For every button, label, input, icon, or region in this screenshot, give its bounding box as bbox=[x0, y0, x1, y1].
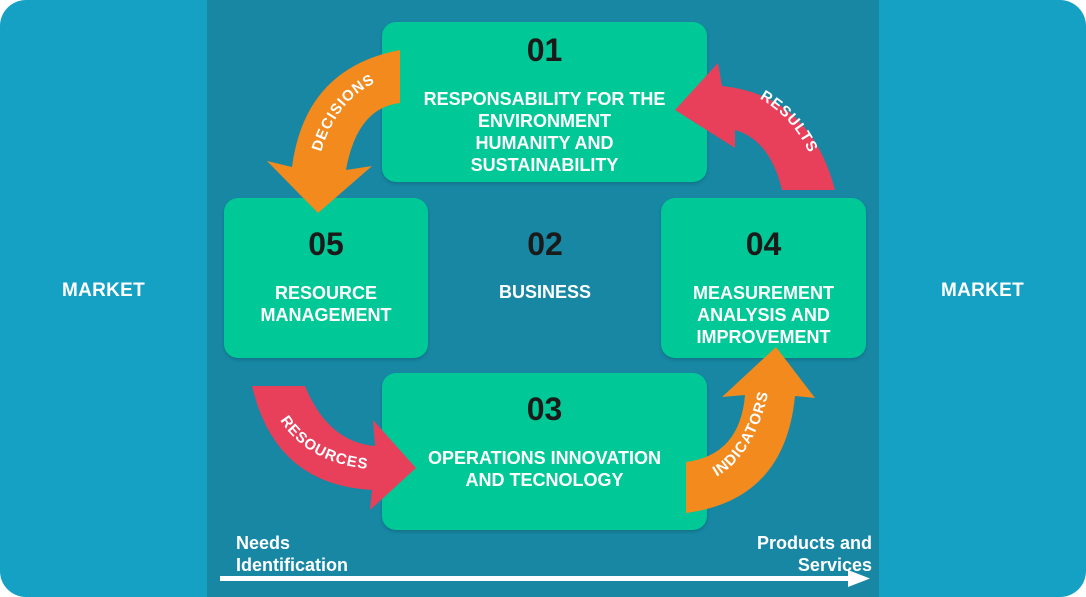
box-04-number: 04 bbox=[745, 226, 782, 262]
box-01-number: 01 bbox=[526, 32, 563, 68]
center-02-number: 02 bbox=[527, 226, 563, 262]
needs-identification-label: Needs Identification bbox=[236, 533, 348, 575]
box-04: 04 MEASUREMENT ANALYSIS AND IMPROVEMENT bbox=[661, 198, 866, 358]
box-05-text: RESOURCE MANAGEMENT bbox=[260, 283, 392, 325]
box-05: 05 RESOURCE MANAGEMENT bbox=[224, 198, 428, 358]
box-03: 03 OPERATIONS INNOVATION AND TECNOLOGY bbox=[382, 373, 707, 530]
products-services-label: Products and Services bbox=[756, 533, 872, 575]
market-left-label: MARKET bbox=[61, 280, 146, 301]
box-01: 01 RESPONSABILITY FOR THE ENVIRONMENT HU… bbox=[382, 22, 707, 182]
box-05-number: 05 bbox=[308, 226, 344, 262]
box-03-text: OPERATIONS INNOVATION AND TECNOLOGY bbox=[427, 448, 661, 490]
box-01-text: RESPONSABILITY FOR THE ENVIRONMENT HUMAN… bbox=[423, 89, 666, 175]
center-02-text: BUSINESS bbox=[498, 282, 592, 302]
box-04-text: MEASUREMENT ANALYSIS AND IMPROVEMENT bbox=[692, 283, 834, 347]
box-03-number: 03 bbox=[526, 391, 563, 427]
market-right-label: MARKET bbox=[940, 280, 1025, 301]
